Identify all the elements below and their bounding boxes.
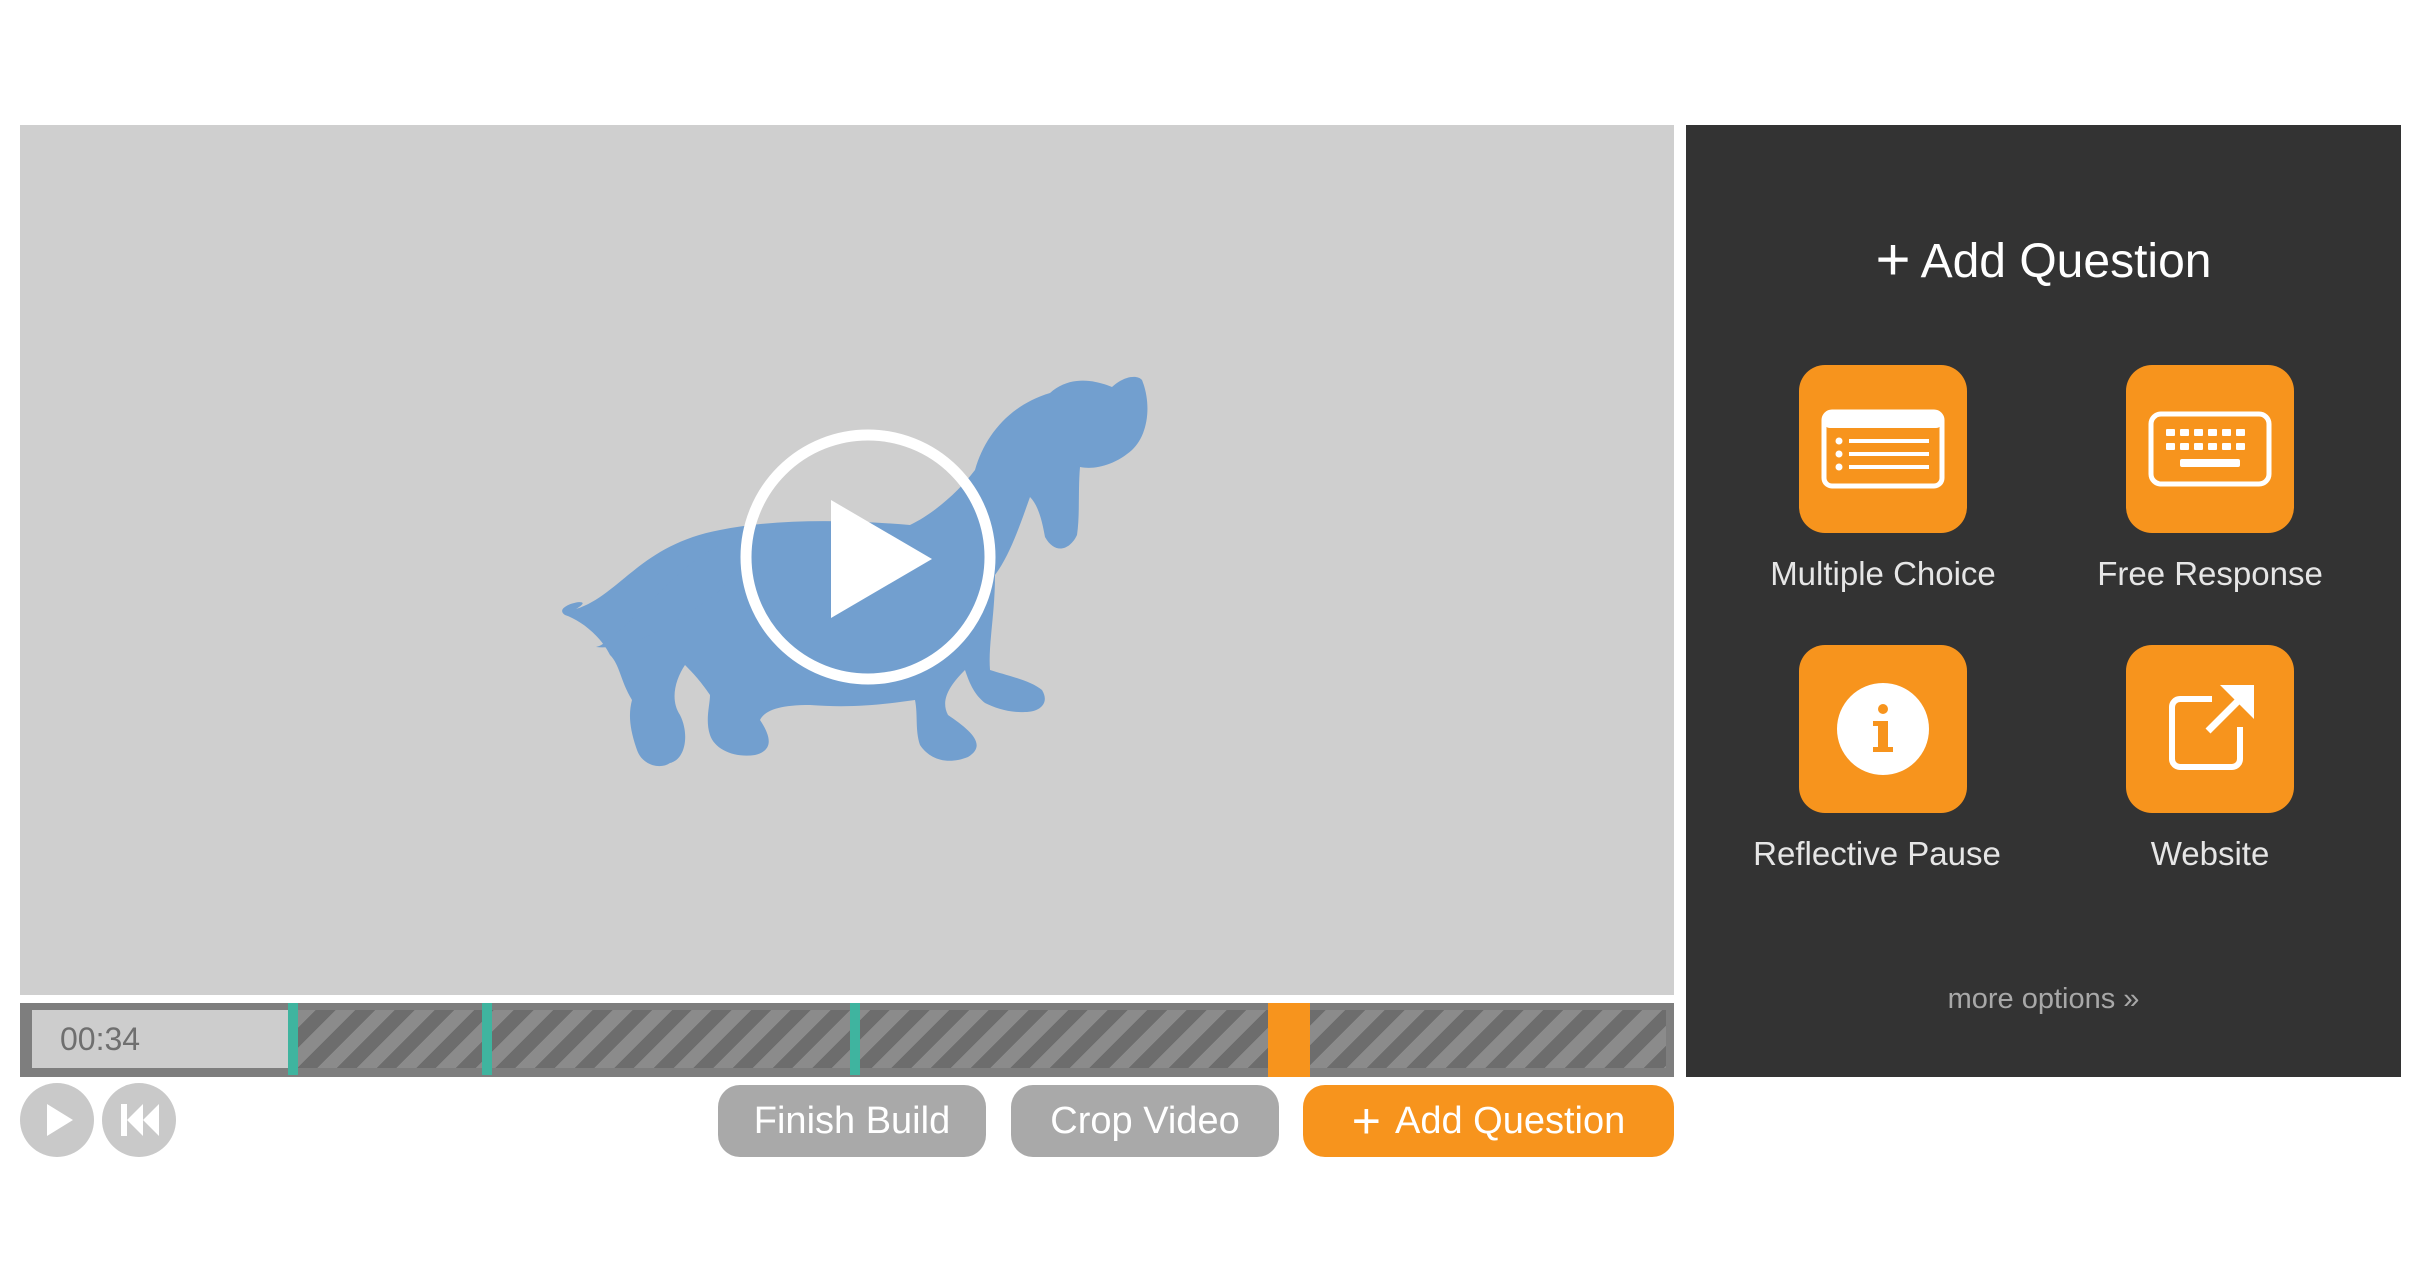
external-link-icon (2169, 685, 2254, 770)
multiple-choice-icon (1821, 409, 1945, 489)
multiple-choice-button[interactable] (1799, 365, 1967, 533)
play-button[interactable] (20, 1083, 94, 1157)
play-icon (47, 1104, 73, 1136)
question-marker[interactable] (288, 1003, 298, 1075)
multiple-choice-label: Multiple Choice (1770, 555, 1996, 592)
add-question-label: Add Question (1394, 1099, 1626, 1142)
rewind-button[interactable] (102, 1083, 176, 1157)
play-circle-icon (740, 429, 996, 685)
finish-build-label: Finish Build (753, 1099, 951, 1142)
finish-build-button[interactable]: Finish Build (718, 1085, 986, 1157)
question-marker[interactable] (850, 1003, 860, 1075)
plus-icon: + (1875, 226, 1911, 293)
current-time: 00:34 (32, 1010, 290, 1068)
timeline-scrubber[interactable]: 00:34 (20, 1003, 1674, 1077)
dachshund-silhouette-icon (562, 376, 1148, 767)
info-icon (1837, 683, 1929, 775)
video-player[interactable] (20, 125, 1674, 995)
crop-video-button[interactable]: Crop Video (1011, 1085, 1279, 1157)
question-marker[interactable] (482, 1003, 492, 1075)
more-options-link[interactable]: more options » (1947, 983, 2140, 1015)
panel-title: +Add Question (1875, 226, 2212, 293)
video-thumbnail (562, 376, 1148, 767)
free-response-button[interactable] (2126, 365, 2294, 533)
rewind-to-start-icon (121, 1104, 159, 1136)
add-question-button[interactable]: + Add Question (1303, 1085, 1674, 1157)
add-question-panel: +Add Question Multiple Choice (1686, 125, 2401, 1077)
keyboard-icon (2148, 411, 2272, 487)
plus-icon: + (1351, 1093, 1381, 1149)
website-button[interactable] (2126, 645, 2294, 813)
timeline-track[interactable] (296, 1010, 1666, 1068)
website-label: Website (2150, 835, 2270, 872)
reflective-pause-button[interactable] (1799, 645, 1967, 813)
playhead-marker[interactable] (1268, 1003, 1310, 1077)
crop-video-label: Crop Video (1050, 1099, 1240, 1142)
free-response-label: Free Response (2097, 555, 2323, 592)
reflective-pause-label: Reflective Pause (1753, 835, 2001, 872)
